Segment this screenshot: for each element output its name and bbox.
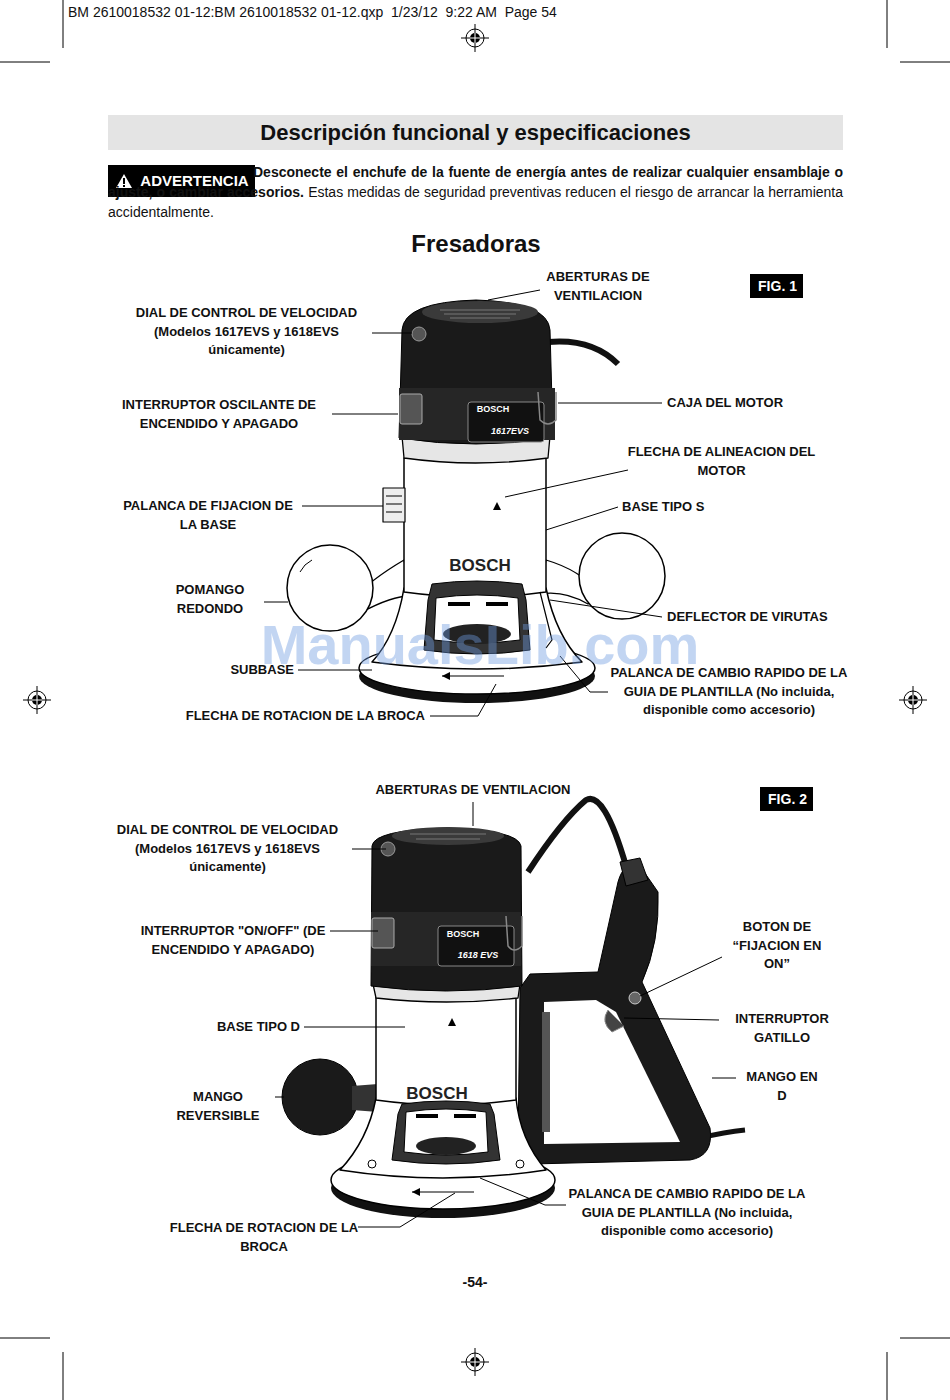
badge-text: FIG. 2 (768, 787, 807, 811)
product-marking: BOSCH (430, 556, 530, 576)
callout-label: ABERTURAS DE VENTILACION (538, 268, 658, 305)
callout-label: PALANCA DE CAMBIO RAPIDO DE LA GUIA DE P… (568, 1185, 806, 1241)
callout-label: BASE TIPO D (190, 1018, 300, 1037)
label-badge: FIG. 1 (750, 274, 803, 298)
callout-label: BASE TIPO S (622, 498, 762, 517)
callout-label: INTERRUPTOR "ON/OFF" (DE ENCENDIDO Y APA… (138, 922, 328, 959)
callout-label: CAJA DEL MOTOR (667, 394, 842, 413)
callout-label: ABERTURAS DE VENTILACION (353, 781, 593, 800)
callout-label: INTERRUPTOR GATILLO (722, 1010, 842, 1047)
callout-label: MANGO REVERSIBLE (164, 1088, 272, 1125)
callout-label: BOTON DE “FIJACION EN ON” (725, 918, 829, 974)
callout-label: FLECHA DE ALINEACION DEL MOTOR (624, 443, 819, 480)
leader-lines (264, 290, 736, 1227)
callout-label: DIAL DE CONTROL DE VELOCIDAD (Modelos 16… (106, 821, 349, 877)
product-marking: BOSCH (470, 404, 516, 415)
callout-label: FLECHA DE ROTACION DE LA BROCA (166, 1219, 362, 1256)
callout-label: FLECHA DE ROTACION DE LA BROCA (120, 707, 425, 726)
label-badge: FIG. 2 (760, 787, 813, 811)
print-slug: BM 2610018532 01-12:BM 2610018532 01-12.… (68, 4, 768, 20)
router-fig2 (282, 799, 745, 1218)
callout-label: DIAL DE CONTROL DE VELOCIDAD (Modelos 16… (125, 304, 368, 360)
product-marking: 1618 EVS (448, 950, 508, 961)
page-number: -54- (425, 1274, 525, 1290)
callout-label: POMANGO REDONDO (158, 581, 262, 618)
product-marking: 1617EVS (480, 426, 540, 437)
callout-label: PALANCA DE FIJACION DE LA BASE (116, 497, 300, 534)
watermark: ManualsLib.com (230, 612, 730, 677)
callout-label: INTERRUPTOR OSCILANTE DE ENCENDIDO Y APA… (110, 396, 328, 433)
product-marking: BOSCH (387, 1084, 487, 1104)
warning-text: Desconecte el enchufe de la fuente de en… (108, 162, 843, 222)
section-heading: Fresadoras (326, 230, 626, 258)
page-title: Descripción funcional y especificaciones (108, 115, 843, 150)
product-marking: BOSCH (440, 929, 486, 940)
badge-text: FIG. 1 (758, 274, 797, 298)
callout-label: MANGO EN D (740, 1068, 824, 1105)
title-band (108, 115, 843, 150)
